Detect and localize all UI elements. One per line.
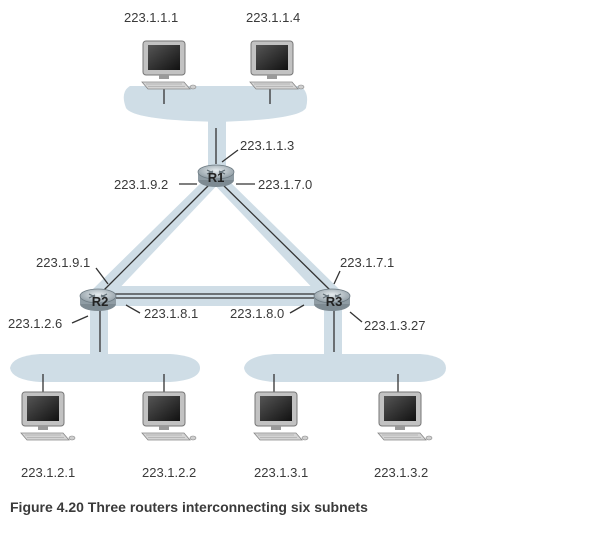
host-223-1-3-1-icon bbox=[253, 391, 309, 441]
iface-label-r1-left: 223.1.9.2 bbox=[114, 177, 169, 192]
host-label-top-right: 223.1.1.4 bbox=[246, 10, 301, 25]
subnet-top-band bbox=[123, 86, 308, 122]
iface-label-r2-left: 223.1.2.6 bbox=[8, 316, 63, 331]
subnet-bl-stem bbox=[90, 300, 108, 358]
iface-label-r3-top: 223.1.7.1 bbox=[340, 255, 395, 270]
link-r1-r3-band bbox=[208, 178, 340, 296]
host-label-bottom-4: 223.1.3.2 bbox=[374, 465, 429, 480]
iface-label-r2-top: 223.1.9.1 bbox=[36, 255, 91, 270]
host-223-1-2-1-icon bbox=[20, 391, 76, 441]
router-r3-label: R3 bbox=[326, 294, 343, 309]
host-label-bottom-1: 223.1.2.1 bbox=[21, 465, 76, 480]
host-223-1-3-2-icon bbox=[377, 391, 433, 441]
router-r2-label: R2 bbox=[92, 294, 109, 309]
subnet-top-stem bbox=[208, 112, 226, 167]
subnet-br-stem bbox=[324, 300, 342, 358]
host-label-bottom-3: 223.1.3.1 bbox=[254, 465, 309, 480]
iface-label-r1-top: 223.1.1.3 bbox=[240, 138, 295, 153]
router-r1-label: R1 bbox=[208, 170, 225, 185]
host-label-top-left: 223.1.1.1 bbox=[124, 10, 179, 25]
subnet-br-band bbox=[244, 354, 446, 382]
link-r2-r3-band bbox=[100, 286, 330, 306]
iface-label-r1-right: 223.1.7.0 bbox=[258, 177, 313, 192]
host-223-1-2-2-icon bbox=[141, 391, 197, 441]
link-r1-r2-band bbox=[92, 178, 224, 296]
iface-label-r3-left: 223.1.8.0 bbox=[230, 306, 285, 321]
host-label-bottom-2: 223.1.2.2 bbox=[142, 465, 197, 480]
iface-label-r3-right: 223.1.3.27 bbox=[364, 318, 426, 333]
subnet-bl-band bbox=[10, 354, 200, 382]
host-223-1-1-1-icon bbox=[141, 40, 197, 90]
host-223-1-1-4-icon bbox=[249, 40, 305, 90]
iface-label-r2-right: 223.1.8.1 bbox=[144, 306, 199, 321]
figure-caption: Figure 4.20 Three routers interconnectin… bbox=[10, 499, 368, 515]
